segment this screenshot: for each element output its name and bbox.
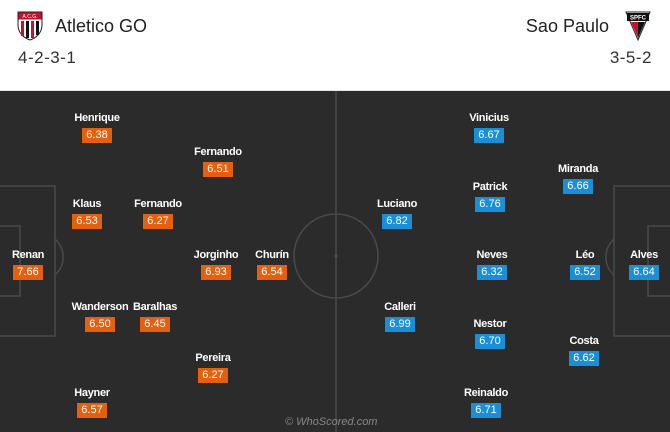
pitch: Renan 7.66 Henrique 6.38 Klaus 6.53 Wand…	[0, 91, 670, 432]
home-player-wanderson[interactable]: Wanderson 6.50	[65, 301, 135, 332]
player-name: Henrique	[74, 112, 120, 124]
player-rating: 6.57	[77, 403, 107, 418]
player-name: Fernando	[194, 146, 242, 158]
player-name: Baralhas	[132, 301, 178, 313]
home-player-jorginho[interactable]: Jorginho 6.93	[181, 249, 251, 280]
player-rating: 6.99	[385, 317, 415, 332]
player-name: Patrick	[472, 181, 508, 193]
player-rating: 6.52	[570, 265, 600, 280]
player-rating: 6.38	[82, 128, 112, 143]
home-player-fernando-am[interactable]: Fernando 6.51	[183, 146, 253, 177]
player-name: Reinaldo	[463, 387, 509, 399]
home-player-pereira[interactable]: Pereira 6.27	[178, 352, 248, 383]
watermark: © WhoScored.com	[285, 416, 378, 428]
player-rating: 6.32	[477, 265, 507, 280]
player-rating: 6.45	[140, 317, 170, 332]
player-name: Costa	[569, 335, 599, 347]
player-rating: 6.66	[563, 179, 593, 194]
pitch-markings	[0, 91, 670, 432]
player-name: Vinicius	[469, 112, 509, 124]
player-name: Neves	[476, 249, 508, 261]
player-rating: 6.27	[198, 368, 228, 383]
home-player-hayner[interactable]: Hayner 6.57	[57, 387, 127, 418]
player-name: Churín	[255, 249, 289, 261]
player-name: Jorginho	[193, 249, 239, 261]
away-player-nestor[interactable]: Nestor 6.70	[455, 318, 525, 349]
away-player-leo[interactable]: Léo 6.52	[550, 249, 620, 280]
player-name: Wanderson	[71, 301, 129, 313]
player-rating: 6.82	[382, 214, 412, 229]
player-name: Klaus	[72, 198, 102, 210]
match-header: A.C.G. Atletico GO 4-2-3-1 Sao Paulo SPF…	[0, 0, 670, 91]
away-team-name[interactable]: Sao Paulo	[525, 16, 609, 36]
away-player-patrick[interactable]: Patrick 6.76	[455, 181, 525, 212]
player-rating: 6.54	[257, 265, 287, 280]
away-formation: 3-5-2	[609, 48, 652, 67]
player-rating: 6.93	[201, 265, 231, 280]
player-name: Hayner	[74, 387, 110, 399]
away-player-reinaldo[interactable]: Reinaldo 6.71	[451, 387, 521, 418]
atletico-go-crest-icon: A.C.G.	[17, 11, 43, 41]
player-name: Miranda	[557, 163, 599, 175]
player-rating: 6.70	[475, 334, 505, 349]
away-player-luciano[interactable]: Luciano 6.82	[362, 198, 432, 229]
home-crest-text: A.C.G.	[22, 14, 37, 20]
player-name: Calleri	[384, 301, 416, 313]
home-player-fernando-dm[interactable]: Fernando 6.27	[123, 198, 193, 229]
player-name: Léo	[575, 249, 595, 261]
player-rating: 7.66	[13, 265, 43, 280]
away-player-costa[interactable]: Costa 6.62	[549, 335, 619, 366]
home-player-henrique[interactable]: Henrique 6.38	[62, 112, 132, 143]
player-name: Alves	[630, 249, 658, 261]
player-rating: 6.67	[474, 128, 504, 143]
home-player-klaus[interactable]: Klaus 6.53	[52, 198, 122, 229]
home-player-renan[interactable]: Renan 7.66	[0, 249, 63, 280]
player-rating: 6.76	[475, 197, 505, 212]
player-rating: 6.50	[85, 317, 115, 332]
player-rating: 6.51	[203, 162, 233, 177]
player-rating: 6.64	[629, 265, 659, 280]
player-name: Luciano	[376, 198, 418, 210]
sao-paulo-crest-icon: SPFC	[625, 11, 651, 41]
player-rating: 6.53	[72, 214, 102, 229]
player-rating: 6.62	[569, 351, 599, 366]
away-player-vinicius[interactable]: Vinicius 6.67	[454, 112, 524, 143]
home-player-churin[interactable]: Churín 6.54	[237, 249, 307, 280]
home-formation: 4-2-3-1	[18, 48, 77, 67]
player-rating: 6.27	[143, 214, 173, 229]
player-name: Fernando	[134, 198, 182, 210]
player-name: Renan	[11, 249, 45, 261]
away-player-neves[interactable]: Neves 6.32	[457, 249, 527, 280]
player-name: Pereira	[195, 352, 231, 364]
away-player-calleri[interactable]: Calleri 6.99	[365, 301, 435, 332]
away-crest-text: SPFC	[630, 16, 647, 22]
player-rating: 6.71	[471, 403, 501, 418]
home-team-name[interactable]: Atletico GO	[55, 16, 148, 36]
away-player-alves[interactable]: Alves 6.64	[609, 249, 670, 280]
player-name: Nestor	[473, 318, 507, 330]
home-player-baralhas[interactable]: Baralhas 6.45	[120, 301, 190, 332]
away-player-miranda[interactable]: Miranda 6.66	[543, 163, 613, 194]
